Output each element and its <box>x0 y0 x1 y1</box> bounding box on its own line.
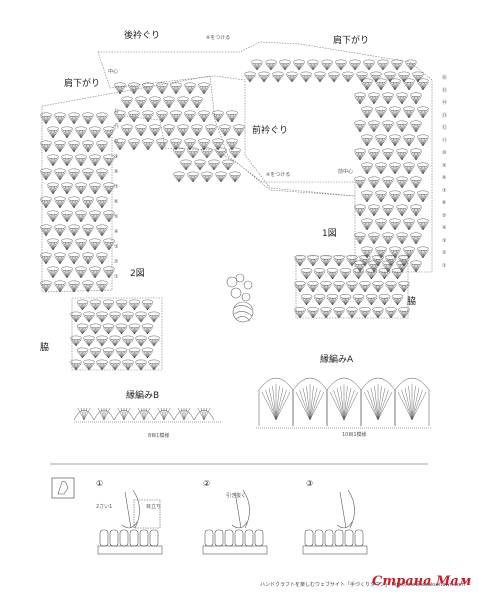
back-neck-label: 後衿ぐり <box>124 31 161 41</box>
center-front-label: 前中心 <box>338 169 354 175</box>
step-2-note-left: 引き抜く <box>226 493 247 499</box>
stitch-pattern <box>294 255 410 319</box>
yarn-ball-icon <box>226 273 254 323</box>
row-number-left: ⑪ <box>114 124 120 130</box>
row-number-right: ⑤ <box>442 212 447 219</box>
repeat-b-label: 8目1模様 <box>148 433 170 439</box>
front-neck-label: 前衿ぐり <box>252 126 289 136</box>
shoulder-right-label: 肩下がり <box>333 36 370 46</box>
row-number-left: ⑨ <box>114 154 119 160</box>
row-number-right: ⑧ <box>442 175 447 181</box>
row-number-left: ⑧ <box>114 169 119 175</box>
footer-text: ハンドクラフトを楽しむウェブサイト「手づくりタウン」 http://www.te… <box>260 582 466 588</box>
step-1-number: ① <box>96 479 104 488</box>
edging-b-label: 縁編みB <box>126 391 160 401</box>
row-number-right: ⑬ <box>442 112 448 119</box>
stitch-pattern <box>40 112 115 293</box>
row-number-left: ⑫ <box>114 109 120 115</box>
row-number-right: ③ <box>442 237 447 244</box>
stitch-pattern <box>354 78 429 273</box>
row-number-right: ② <box>442 250 447 256</box>
side-left-label: 脇 <box>40 343 50 353</box>
shoulder-left-label: 肩下がり <box>64 79 101 89</box>
step-3-number: ③ <box>306 479 314 488</box>
row-number-right: ⑪ <box>442 137 448 144</box>
row-number-right: ⑫ <box>442 125 448 131</box>
figure-1-label: 1図 <box>322 229 337 239</box>
row-number-left: ① <box>114 274 119 280</box>
row-number-right: ① <box>442 262 447 269</box>
row-number-right: ⑨ <box>442 162 447 169</box>
figure-2-label: 2図 <box>130 269 145 279</box>
row-number-left: ③ <box>114 244 119 250</box>
row-number-left: ⑤ <box>114 214 119 220</box>
repeat-a-label: 10目1模様 <box>342 432 367 438</box>
side-right-label: 脇 <box>407 297 417 307</box>
row-number-left: ⑥ <box>114 199 119 205</box>
row-number-right: ⑩ <box>442 150 447 156</box>
stitch-pattern <box>173 147 241 183</box>
step-2-number: ② <box>203 479 211 488</box>
row-number-left: ⑩ <box>114 139 119 145</box>
stitch-pattern <box>70 299 160 371</box>
stitch-pattern <box>244 59 424 83</box>
step-1-note-left: 2さい1 <box>96 504 113 510</box>
hook-technique-icon <box>51 477 75 499</box>
row-number-right: ④ <box>442 225 447 231</box>
edging-a-pattern <box>256 377 432 429</box>
attach-mid-label: ※をつける <box>266 172 291 178</box>
technique-steps <box>97 489 368 555</box>
row-number-right: ⑯ <box>442 75 448 81</box>
edging-a-label: 縁編みA <box>320 355 354 365</box>
row-number-right: ⑦ <box>442 187 447 194</box>
watermark-logo: Страна Мам <box>372 574 472 589</box>
stitch-pattern <box>114 82 245 151</box>
row-number-right: ⑭ <box>442 100 448 106</box>
edging-b-pattern <box>73 407 222 423</box>
row-number-left: ② <box>114 259 119 265</box>
row-number-right: ⑥ <box>442 200 447 206</box>
step-1-note-right: 目立ち <box>146 504 162 510</box>
row-number-left: ④ <box>114 229 119 235</box>
attach-top-label: ※をつける <box>206 35 231 41</box>
row-number-right: ⑮ <box>442 87 448 94</box>
row-number-left: ⑦ <box>114 184 119 190</box>
center-back-label: 中心 <box>108 69 119 75</box>
